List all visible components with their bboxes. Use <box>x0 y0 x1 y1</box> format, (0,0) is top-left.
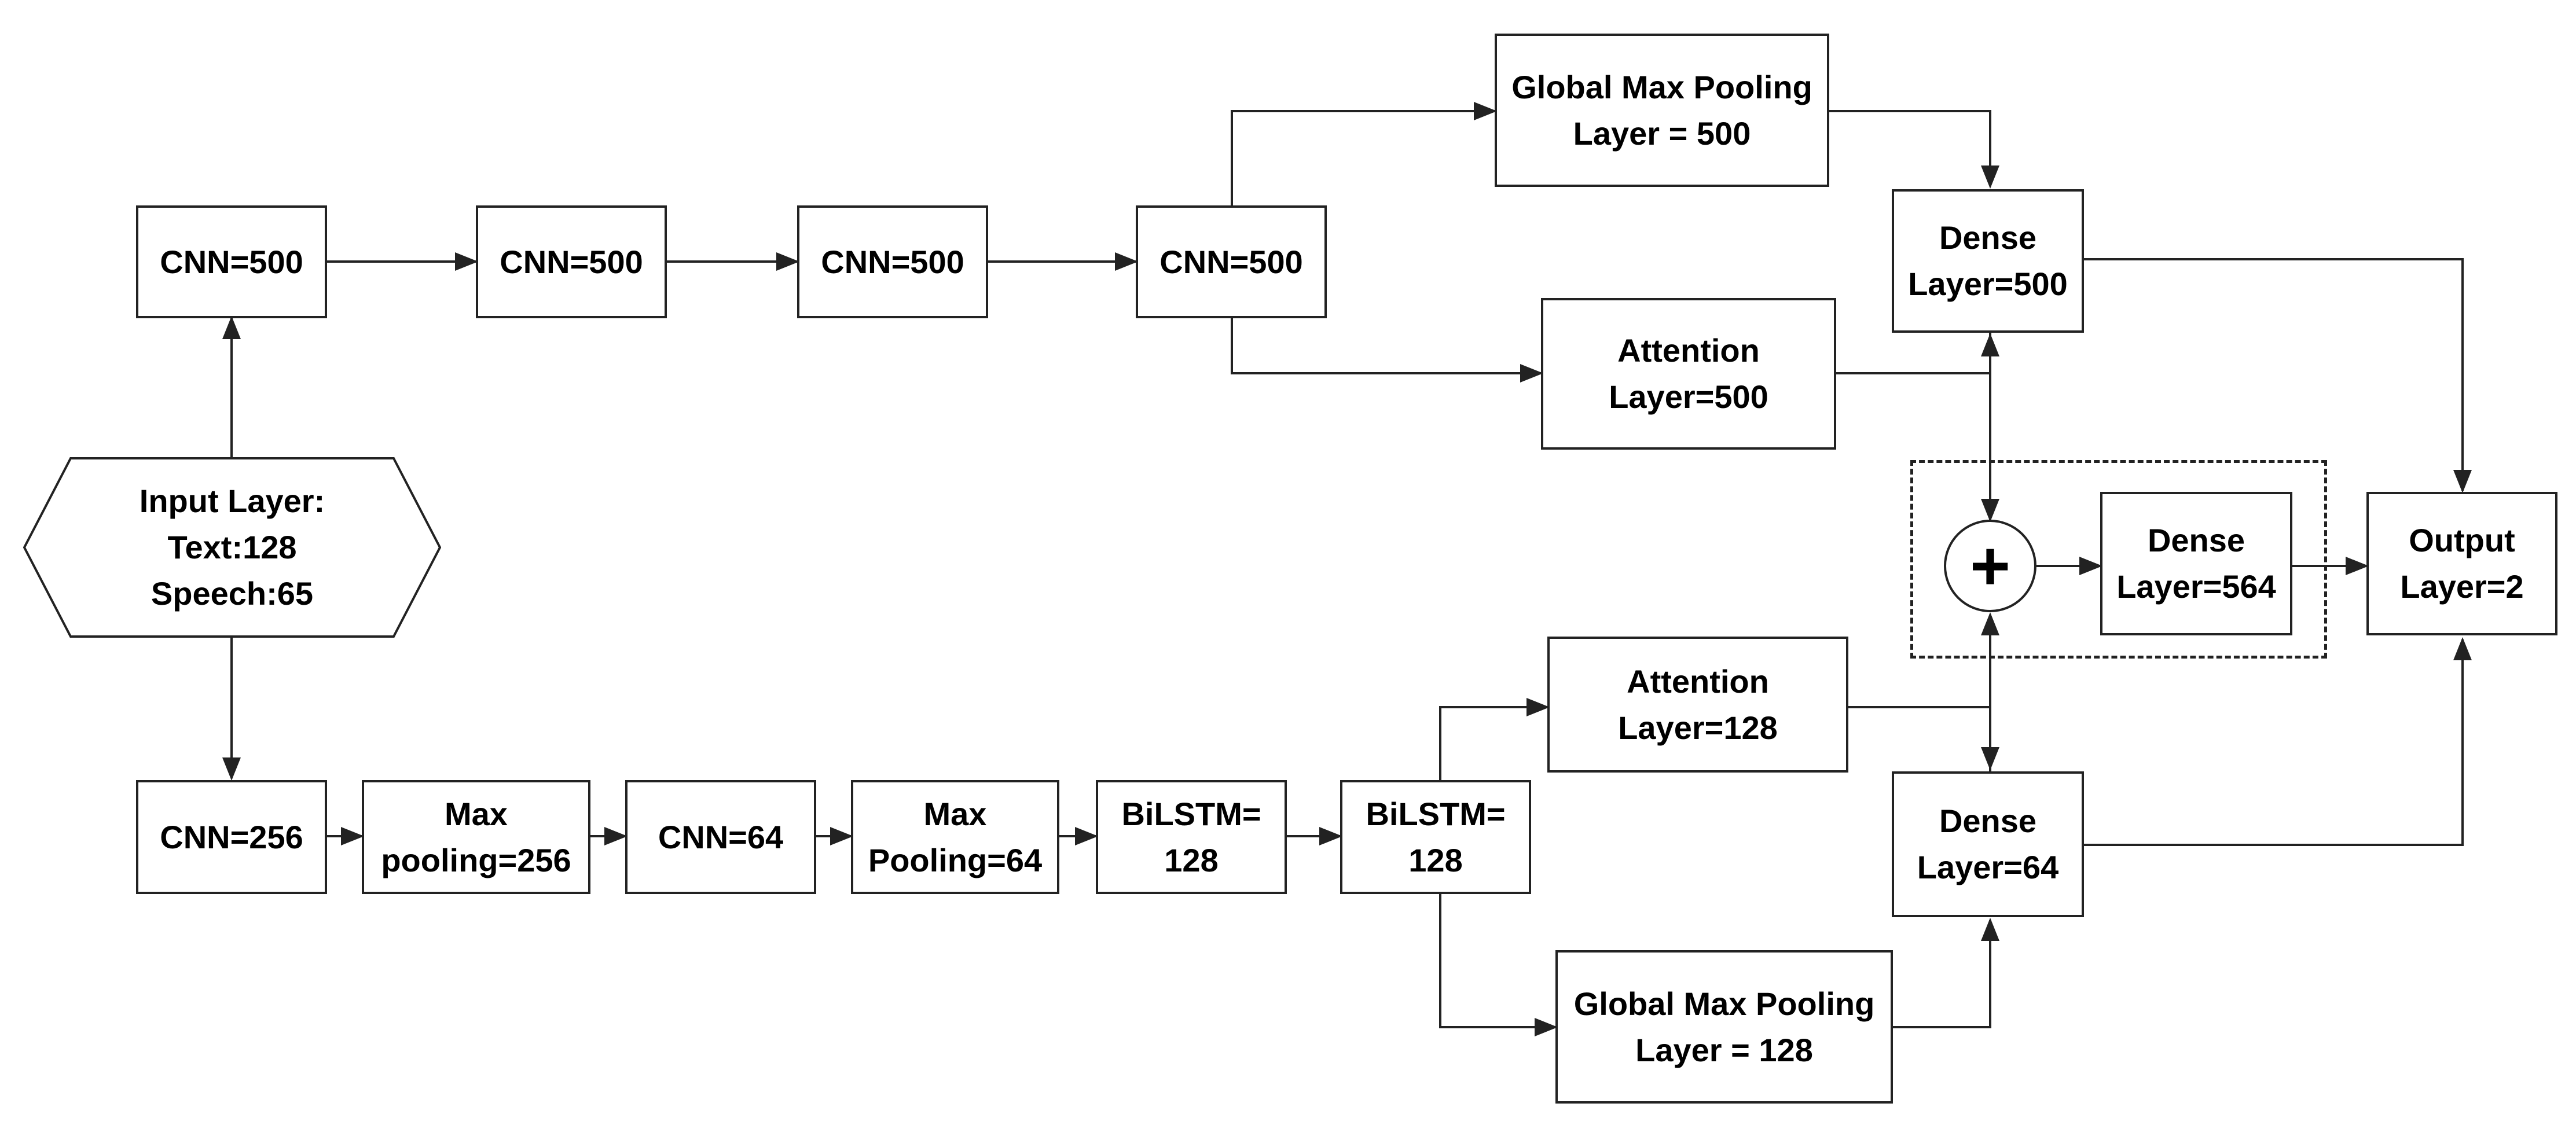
max-pooling-b1-node: Max pooling=256 <box>362 780 590 894</box>
bilstm-b1-label: BiLSTM= 128 <box>1121 795 1261 878</box>
input-layer-node: Input Layer: Text:128 Speech:65 <box>23 457 441 638</box>
cnn-a1-label: CNN=500 <box>160 243 303 280</box>
concatenation-node: + <box>1944 520 2036 612</box>
max-pooling-b2-label: Max Pooling=64 <box>868 795 1043 878</box>
arrow-attn-bottom-to-dense-bottom <box>1848 706 1999 770</box>
arrow-bilstm-b2-to-gmp-bottom <box>1439 894 1558 1036</box>
dense-fusion-label: Dense Layer=564 <box>2116 522 2276 605</box>
arrow-bilstm-b2-to-attn-bottom <box>1439 698 1550 780</box>
arrow-gmp-bottom-to-dense-bottom <box>1893 918 1999 1028</box>
dense-fusion-node: Dense Layer=564 <box>2100 492 2292 635</box>
arrow-cnn-a4-to-gmp-top <box>1231 102 1497 205</box>
attention-bottom-node: Attention Layer=128 <box>1547 637 1848 773</box>
dense-bottom-label: Dense Layer=64 <box>1917 803 2059 885</box>
cnn-b1-label: CNN=256 <box>160 818 303 855</box>
cnn-b1-node: CNN=256 <box>136 780 327 894</box>
arrow-dense-bottom-to-output <box>2084 637 2472 846</box>
plus-icon: + <box>1969 527 2011 605</box>
cnn-a3-node: CNN=500 <box>797 205 988 318</box>
output-layer-label: Output Layer=2 <box>2400 522 2524 605</box>
hexagon-shape <box>23 457 441 638</box>
cnn-a4-label: CNN=500 <box>1159 243 1303 280</box>
dense-top-label: Dense Layer=500 <box>1908 219 2068 302</box>
bilstm-b1-node: BiLSTM= 128 <box>1096 780 1287 894</box>
max-pooling-b2-node: Max Pooling=64 <box>851 780 1059 894</box>
dense-top-node: Dense Layer=500 <box>1892 189 2084 333</box>
cnn-a2-node: CNN=500 <box>476 205 667 318</box>
max-pooling-b1-label: Max pooling=256 <box>381 795 571 878</box>
global-max-pooling-bottom-node: Global Max Pooling Layer = 128 <box>1555 950 1893 1104</box>
bilstm-b2-label: BiLSTM= 128 <box>1366 795 1506 878</box>
cnn-a4-node: CNN=500 <box>1136 205 1327 318</box>
attention-top-label: Attention Layer=500 <box>1609 332 1768 415</box>
attention-top-node: Attention Layer=500 <box>1541 298 1836 450</box>
cnn-a3-label: CNN=500 <box>821 243 964 280</box>
global-max-pooling-top-label: Global Max Pooling Layer = 500 <box>1511 68 1812 152</box>
global-max-pooling-top-node: Global Max Pooling Layer = 500 <box>1495 34 1829 187</box>
arrow-gmp-top-to-dense-top <box>1829 110 1999 189</box>
cnn-b2-label: CNN=64 <box>658 818 784 855</box>
arrow-attn-top-to-dense-top <box>1836 333 1999 374</box>
arrow-dense-top-to-output <box>2084 258 2472 493</box>
arrow-cnn-a4-to-attn-top <box>1231 318 1543 383</box>
cnn-a1-node: CNN=500 <box>136 205 327 318</box>
bilstm-b2-node: BiLSTM= 128 <box>1340 780 1531 894</box>
attention-bottom-label: Attention Layer=128 <box>1618 663 1778 746</box>
output-layer-node: Output Layer=2 <box>2366 492 2557 635</box>
cnn-b2-node: CNN=64 <box>625 780 816 894</box>
fusion-dashed-region <box>1910 460 2327 659</box>
global-max-pooling-bottom-label: Global Max Pooling Layer = 128 <box>1573 985 1875 1068</box>
dense-bottom-node: Dense Layer=64 <box>1892 771 2084 917</box>
input-layer-label: Input Layer: Text:128 Speech:65 <box>139 483 325 612</box>
cnn-a2-label: CNN=500 <box>500 243 643 280</box>
